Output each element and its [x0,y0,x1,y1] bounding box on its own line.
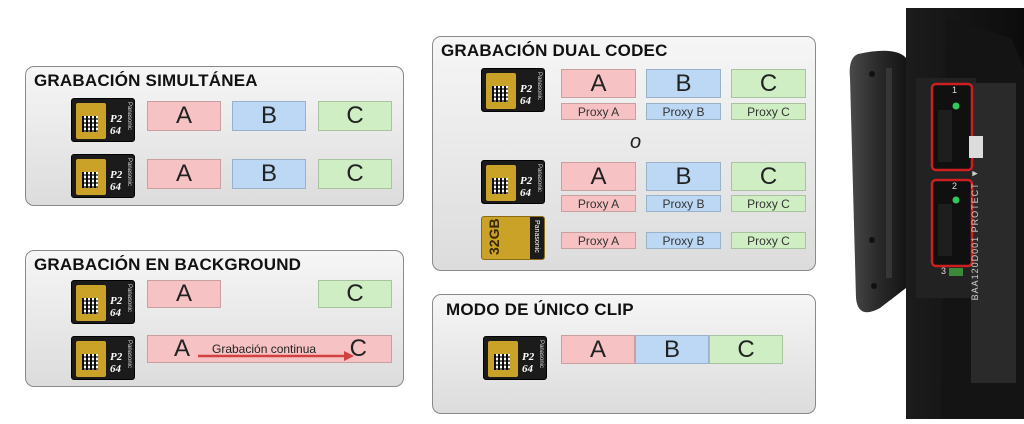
proxy-c: Proxy C [731,195,806,212]
slot-3-number: 3 [941,266,947,276]
clip-a-label: A [174,335,191,362]
clip-b: B [232,101,306,131]
proxy-b: Proxy B [646,232,721,249]
clip-b: B [646,162,721,191]
clip-a: A [561,69,636,98]
clip-c: C [318,101,392,131]
clip-c: C [709,335,783,364]
clip-a: A [147,159,221,189]
serial-label: BAA120D001 PROTECT ◄ [970,168,980,301]
clip-c: C [731,69,806,98]
clip-c: C [318,159,392,189]
panel-title: MODO DE ÚNICO CLIP [446,300,634,319]
camera-body [849,8,1024,419]
clip-a: A [147,101,221,131]
proxy-a: Proxy A [561,195,636,212]
clip-b: B [635,335,709,364]
panel-title: GRABACIÓN EN BACKGROUND [34,255,302,274]
clip-c: C [318,280,392,308]
arrow-label: Grabación continua [212,342,317,356]
proxy-c: Proxy C [731,232,806,249]
continuous-clip: A C [147,335,392,363]
proxy-c: Proxy C [731,103,806,120]
camera-card-slots-photo: 1 2 3 BAA120D001 PROTECT ◄ [846,8,1024,419]
clip-b: B [232,159,306,189]
clip-a: A [147,280,221,308]
slot-1-number: 1 [952,85,958,95]
clip-c-label: C [349,335,367,362]
proxy-b: Proxy B [646,103,721,120]
slot-2-number: 2 [952,181,958,191]
continuous-arrow [198,351,354,361]
clip-a: A [561,162,636,191]
proxy-a: Proxy A [561,232,636,249]
panel-title: GRABACIÓN DUAL CODEC [441,41,668,60]
separator-o: o [630,131,642,153]
clip-b: B [646,69,721,98]
clip-a: A [561,335,635,364]
proxy-a: Proxy A [561,103,636,120]
panel-title: GRABACIÓN SIMULTÁNEA [34,71,258,90]
proxy-b: Proxy B [646,195,721,212]
sd-card: 32GB Panasonic [481,216,545,260]
clip-c: C [731,162,806,191]
